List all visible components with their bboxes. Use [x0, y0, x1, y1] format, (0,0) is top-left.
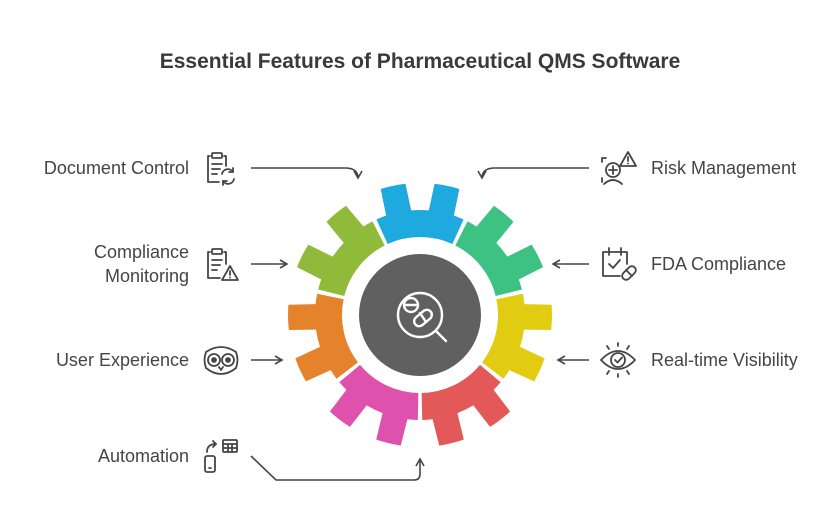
arrow-document-control [251, 167, 363, 180]
risk-person-icon [601, 151, 637, 185]
gear-segment-risk-management [455, 205, 544, 297]
owl-face-icon [203, 346, 239, 375]
connector-arrows [250, 167, 589, 481]
label-automation: Automation [97, 446, 189, 466]
automation-device-icon [204, 439, 238, 473]
clipboard-refresh-icon [207, 152, 235, 186]
gear-segment-user-experience [288, 293, 359, 382]
label-fda-compliance: FDA Compliance [651, 254, 787, 274]
calendar-pill-icon [602, 247, 637, 281]
label-document-control: Document Control [43, 158, 189, 178]
gear-segment-document-control [376, 183, 464, 245]
pill-magnifier-icon [396, 291, 448, 343]
label-risk-management: Risk Management [651, 158, 797, 178]
eye-check-icon [600, 342, 636, 378]
gear-segment-compliance-monitoring [296, 205, 385, 297]
gear-segment-realtime-visibility [421, 364, 511, 446]
label-compliance-monitoring: Compliance Monitoring [94, 240, 189, 288]
label-realtime-visibility: Real-time Visibility [651, 350, 798, 370]
gear-segments [288, 183, 552, 446]
label-user-experience: User Experience [55, 350, 189, 370]
label-compliance-line1: Compliance [93, 242, 189, 262]
arrow-risk-management [477, 167, 589, 180]
gear-segment-automation [329, 364, 419, 446]
page-title: Essential Features of Pharmaceutical QMS… [159, 50, 681, 73]
clipboard-warning-icon [207, 248, 239, 281]
arrow-automation [250, 455, 425, 481]
gear-segment-fda-compliance [481, 293, 552, 382]
label-compliance-line2: Monitoring [104, 266, 189, 286]
